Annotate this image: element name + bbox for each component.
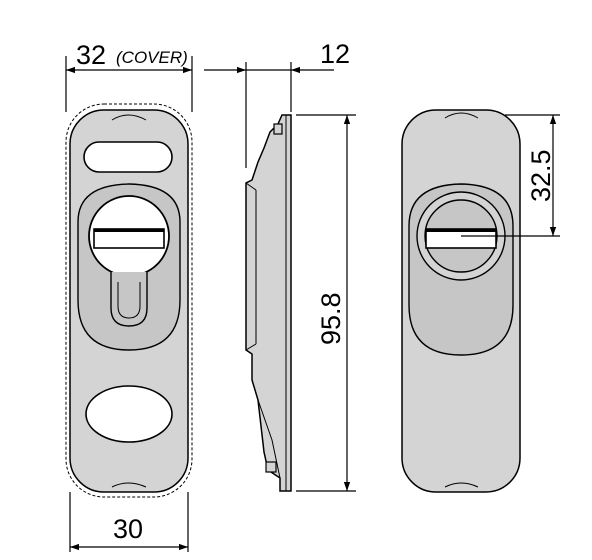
dim-cover-width: 32 (COVER) xyxy=(65,40,193,112)
side-step-bottom xyxy=(245,343,257,351)
dim-depth-label: 12 xyxy=(320,39,350,69)
bottom-screw-slot xyxy=(85,385,173,443)
dim-height: 95.8 xyxy=(296,114,356,492)
dim-depth: 12 xyxy=(204,39,350,168)
dim-center-offset: 32.5 xyxy=(461,114,560,237)
cover-outline xyxy=(65,103,193,498)
front-view xyxy=(65,103,193,498)
back-bottom-notch xyxy=(444,482,479,488)
side-profile xyxy=(245,114,292,492)
side-tab-top xyxy=(273,123,283,135)
dim-height-label: 95.8 xyxy=(316,292,346,345)
side-tab-bottom xyxy=(265,461,277,473)
dim-base-width-label: 30 xyxy=(113,514,143,544)
dim-base-width: 30 xyxy=(69,492,189,552)
dim-cover-width-label: 32 xyxy=(76,40,106,70)
dim-center-offset-label: 32.5 xyxy=(526,149,556,202)
back-key-slot-shadow xyxy=(426,229,496,232)
top-notch xyxy=(111,114,147,121)
back-top-notch xyxy=(444,112,479,119)
cylinder-profile-inner xyxy=(117,282,141,319)
top-screw-slot xyxy=(83,141,173,173)
side-view xyxy=(245,114,292,492)
key-slot-shadow xyxy=(94,229,164,232)
side-step-top xyxy=(245,182,257,191)
dim-cover-note: (COVER) xyxy=(116,48,188,67)
cylinder-profile xyxy=(110,272,148,327)
bottom-notch xyxy=(111,482,147,488)
back-view xyxy=(401,109,521,493)
side-lower-edge xyxy=(257,399,281,479)
